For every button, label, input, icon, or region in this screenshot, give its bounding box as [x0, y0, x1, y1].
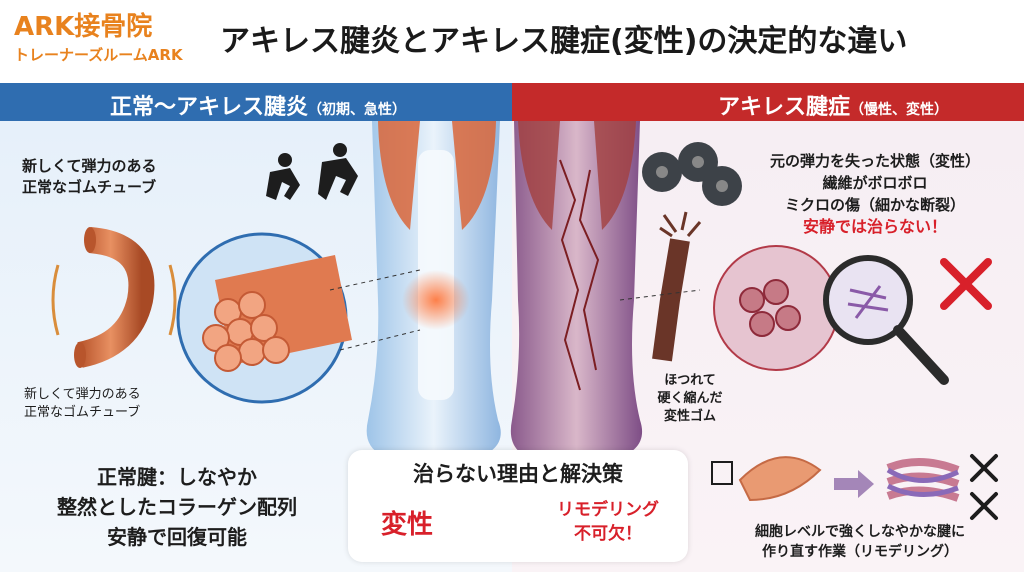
degenerated-rubber-caption: ほつれて 硬く縮んだ 変性ゴム: [640, 372, 740, 426]
warning-text: 安静では治らない！: [802, 217, 947, 236]
right-section-title-main: アキレス腱症: [718, 95, 851, 120]
left-section-band: [0, 83, 512, 121]
solution-title: 治らない理由と解決策: [413, 462, 623, 486]
left-section-title: 正常〜アキレス腱炎（初期、急性）: [110, 89, 406, 121]
state-line: ミクロの傷（細かな断裂）: [784, 196, 965, 214]
solution-label: リモデリング 不可欠！: [538, 498, 678, 546]
healthy-tube-caption-top: 新しくて弾力のある 正常なゴムチューブ: [22, 156, 157, 198]
page-title: アキレス腱炎とアキレス腱症(変性)の決定的な違い: [220, 24, 908, 59]
summary-line: 正常腱：しなやか: [97, 465, 257, 489]
state-line: 元の弾力を失った状態（変性）: [769, 152, 980, 170]
logo-subtitle: トレーナーズルームARK: [14, 46, 183, 64]
caption-line: 変性ゴム: [663, 409, 716, 424]
degenerated-fiber-zoom: [619, 245, 949, 385]
left-section-title-note: （初期、急性）: [308, 102, 407, 118]
summary-line: 整然としたコラーゲン配列: [57, 495, 297, 519]
degenerated-rubber-tube: [652, 211, 702, 362]
healthy-summary: 正常腱：しなやか 整然としたコラーゲン配列 安静で回復可能: [22, 462, 332, 552]
right-section-band: [512, 83, 1024, 121]
header: [0, 0, 1024, 82]
logo-title: ARK接骨院: [14, 12, 153, 42]
healthy-rubber-tube: [51, 227, 177, 368]
cross-mark-icon: [940, 258, 992, 310]
caption-line: 硬く縮んだ: [657, 391, 723, 406]
healthy-tube-caption-bottom: 新しくて弾力のある 正常なゴムチューブ: [24, 386, 141, 422]
dumbbell-weights-icon: [642, 142, 742, 206]
caption-line: 正常なゴムチューブ: [22, 178, 157, 196]
caption-line: 細胞レベルで強くしなやかな腱に: [755, 524, 965, 540]
degenerated-state-text: 元の弾力を失った状態（変性） 繊維がボロボロ ミクロの傷（細かな断裂） 安静では…: [730, 150, 1020, 238]
cause-label: 変性: [380, 510, 433, 540]
caption-line: 作り直す作業（リモデリング）: [762, 544, 958, 560]
left-section-title-main: 正常〜アキレス腱炎: [110, 95, 309, 120]
caption-line: ほつれて: [664, 373, 716, 388]
solution-line: 不可欠！: [574, 524, 642, 544]
solution-line: リモデリング: [557, 500, 659, 520]
arrow-right-icon: [834, 470, 874, 498]
degenerated-leg-illustration: [510, 121, 643, 460]
remodeling-caption: 細胞レベルで強くしなやかな腱に 作り直す作業（リモデリング）: [700, 522, 1020, 562]
remodeling-illustration: [711, 454, 998, 520]
state-line: 繊維がボロボロ: [822, 174, 928, 192]
solution-box: [348, 450, 688, 562]
right-section-title: アキレス腱症（慢性、変性）: [718, 89, 948, 121]
caption-line: 新しくて弾力のある: [22, 157, 157, 175]
summary-line: 安静で回復可能: [107, 525, 247, 549]
healthy-leg-illustration: [366, 121, 501, 460]
caption-line: 正常なゴムチューブ: [24, 405, 141, 420]
caption-line: 新しくて弾力のある: [24, 387, 141, 402]
healthy-fiber-zoom: [176, 232, 421, 404]
tools-icon: [970, 454, 998, 520]
runner-icons: [266, 143, 358, 200]
right-section-title-note: （慢性、変性）: [850, 102, 949, 118]
